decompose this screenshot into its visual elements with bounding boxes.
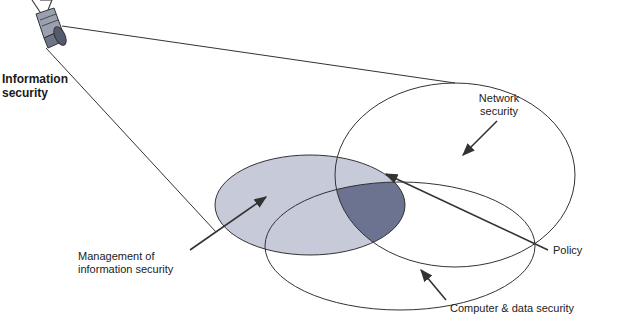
title-label: Information security	[2, 72, 92, 100]
leader-arrow	[386, 174, 548, 250]
region-label: Computer & data security	[450, 302, 620, 315]
management-ellipse	[215, 155, 405, 255]
region-label: Management of information security	[78, 250, 190, 276]
beam-line	[62, 26, 455, 83]
leader-arrow	[190, 197, 266, 250]
projector-icon	[32, 0, 69, 48]
management-region	[215, 155, 405, 255]
leader-arrow	[463, 121, 497, 155]
policy-region	[215, 155, 405, 255]
leader-arrow	[421, 270, 446, 300]
region-label: Network security	[468, 92, 530, 118]
region-label: Policy	[553, 244, 623, 257]
network-ellipse	[335, 83, 575, 267]
beam-line	[46, 48, 216, 232]
computer-ellipse	[265, 182, 535, 310]
